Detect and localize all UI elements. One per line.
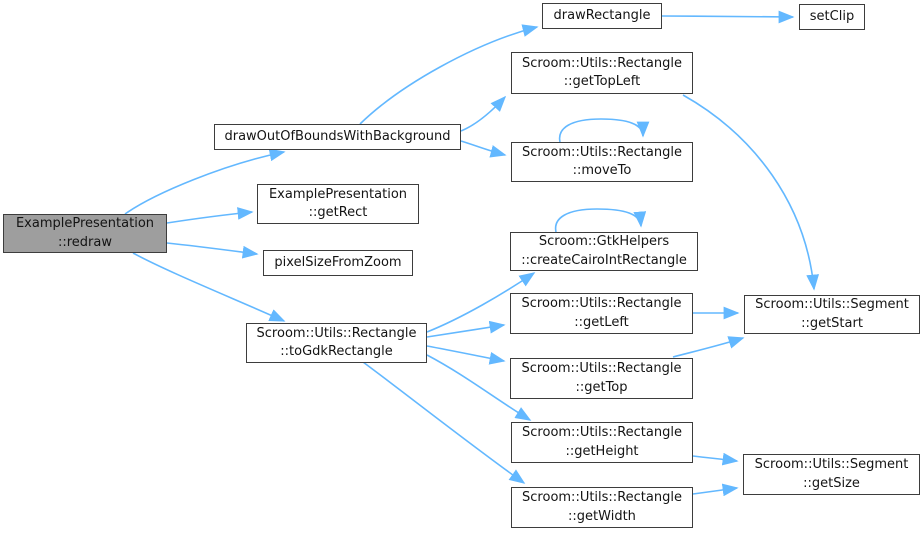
graph-node-label: ::getStart	[801, 315, 863, 331]
graph-node-label: pixelSizeFromZoom	[274, 254, 402, 270]
graph-node-label: ::redraw	[57, 234, 112, 250]
graph-node-label: ::getSize	[803, 475, 860, 491]
graph-node-label: ::createCairoIntRectangle	[521, 252, 687, 268]
graph-node-label: ::getTopLeft	[563, 74, 641, 89]
edge-move-to-to-move-to	[558, 118, 650, 143]
graph-node-label: Scroom::Utils::Rectangle	[522, 55, 682, 71]
graph-node-label: drawOutOfBoundsWithBackground	[224, 128, 451, 144]
edge-to-gdk-rectangle-to-get-width	[362, 361, 526, 484]
edge-redraw-to-get-rect	[166, 207, 254, 224]
graph-node-draw-out-of-bounds-with-background[interactable]: drawOutOfBoundsWithBackground	[214, 124, 461, 150]
graph-node-get-size[interactable]: Scroom::Utils::Segment::getSize	[743, 454, 920, 495]
graph-node-redraw: ExamplePresentation::redraw	[3, 214, 167, 253]
edge-get-width-to-get-size	[692, 483, 739, 497]
graph-node-label: ::getTop	[575, 379, 628, 395]
graph-node-label: ExamplePresentation	[15, 216, 155, 231]
graph-node-create-cairo-int-rectangle[interactable]: Scroom::GtkHelpers::createCairoIntRectan…	[510, 232, 698, 271]
graph-node-label: Scroom::GtkHelpers	[538, 234, 670, 249]
graph-node-label: ::moveTo	[572, 163, 632, 178]
graph-node-label: Scroom::Utils::Rectangle	[522, 144, 682, 160]
graph-node-label: ::toGdkRectangle	[280, 344, 393, 359]
graph-node-get-top-left[interactable]: Scroom::Utils::Rectangle::getTopLeft	[511, 52, 693, 94]
edge-to-gdk-rectangle-to-get-left	[426, 320, 506, 338]
graph-node-label: Scroom::Utils::Rectangle	[522, 490, 682, 505]
graph-node-get-height[interactable]: Scroom::Utils::Rectangle::getHeight	[511, 422, 693, 463]
graph-node-move-to[interactable]: Scroom::Utils::Rectangle::moveTo	[511, 142, 693, 182]
graph-node-get-left[interactable]: Scroom::Utils::Rectangle::getLeft	[510, 293, 693, 334]
graph-node-label: Scroom::Utils::Rectangle	[256, 325, 417, 341]
graph-node-label: ::getLeft	[574, 314, 629, 330]
graph-node-set-clip[interactable]: setClip	[799, 4, 865, 30]
edge-redraw-to-pixel-size-from-zoom	[166, 242, 259, 259]
graph-node-draw-rectangle[interactable]: drawRectangle	[542, 3, 662, 29]
graph-node-label: ::getHeight	[565, 443, 639, 459]
graph-node-label: Scroom::Utils::Segment	[755, 297, 909, 312]
graph-node-get-start[interactable]: Scroom::Utils::Segment::getStart	[744, 295, 920, 334]
graph-node-label: ::getWidth	[568, 508, 636, 524]
graph-node-label: Scroom::Utils::Rectangle	[521, 361, 682, 376]
graph-node-label: setClip	[809, 8, 855, 24]
edge-draw-rectangle-to-set-clip	[661, 10, 795, 24]
graph-node-get-rect[interactable]: ExamplePresentation::getRect	[257, 184, 419, 224]
edge-get-top-left-to-get-start	[682, 94, 820, 291]
edge-draw-out-of-bounds-with-background-to-draw-rectangle	[359, 24, 539, 125]
graph-node-label: Scroom::Utils::Rectangle	[521, 296, 682, 311]
edge-draw-out-of-bounds-with-background-to-get-top-left	[460, 95, 507, 132]
graph-node-label: drawRectangle	[553, 7, 651, 23]
edge-to-gdk-rectangle-to-get-height	[426, 354, 532, 421]
edge-to-gdk-rectangle-to-get-top	[426, 345, 506, 365]
graph-node-get-width[interactable]: Scroom::Utils::Rectangle::getWidth	[511, 487, 693, 528]
graph-node-get-top[interactable]: Scroom::Utils::Rectangle::getTop	[510, 358, 693, 399]
edge-get-top-to-get-start	[672, 336, 745, 358]
graph-node-label: ::getRect	[308, 205, 368, 220]
graph-node-to-gdk-rectangle[interactable]: Scroom::Utils::Rectangle::toGdkRectangle	[246, 323, 427, 363]
edge-redraw-to-to-gdk-rectangle	[132, 252, 286, 322]
edge-create-cairo-int-rectangle-to-create-cairo-int-rectangle	[554, 208, 647, 233]
graph-node-label: ExamplePresentation	[268, 186, 408, 202]
graph-node-label: Scroom::Utils::Rectangle	[522, 425, 682, 440]
edge-to-gdk-rectangle-to-create-cairo-int-rectangle	[426, 272, 536, 333]
edge-redraw-to-draw-out-of-bounds-with-background	[124, 148, 286, 215]
edge-get-height-to-get-size	[692, 452, 739, 466]
edge-draw-out-of-bounds-with-background-to-move-to	[460, 140, 507, 158]
graph-node-pixel-size-from-zoom[interactable]: pixelSizeFromZoom	[263, 250, 413, 276]
graph-node-label: Scroom::Utils::Segment	[754, 457, 909, 472]
